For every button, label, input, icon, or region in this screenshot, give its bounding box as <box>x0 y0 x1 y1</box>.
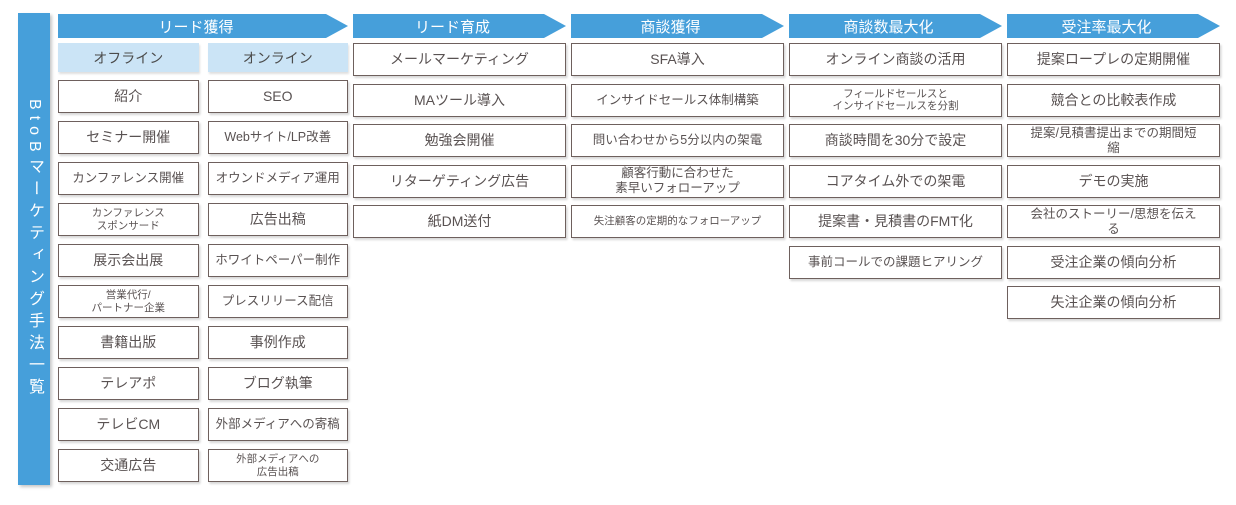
method-box: 交通広告 <box>58 449 199 482</box>
stage-arrow-header: 商談数最大化 <box>789 14 1002 38</box>
subcolumn-1: オフライン紹介セミナー開催カンファレンス開催カンファレンス スポンサード展示会出… <box>58 43 199 482</box>
method-box: 提案ロープレの定期開催 <box>1007 43 1220 76</box>
method-box: 失注顧客の定期的なフォローアップ <box>571 205 784 238</box>
method-box: プレスリリース配信 <box>207 285 348 318</box>
stage-items: メールマーケティング MAツール導入勉強会開催リターゲティング広告紙DM送付 <box>353 43 566 238</box>
method-box: 顧客行動に合わせた 素早いフォローアップ <box>571 164 784 198</box>
method-box: テレアポ <box>58 367 199 400</box>
method-box: ブログ執筆 <box>207 367 348 400</box>
method-box: Webサイト/LP改善 <box>207 121 348 154</box>
stage-arrow-header: 受注率最大化 <box>1007 14 1220 38</box>
subcolumns-wrap: オフライン紹介セミナー開催カンファレンス開催カンファレンス スポンサード展示会出… <box>58 43 348 482</box>
sidebar-vertical-title: BtoBマーケティング手法一覧 <box>18 13 50 485</box>
stage-items: オンライン商談の活用フィールドセールスと インサイドセールスを分割商談時間を30… <box>789 43 1002 279</box>
method-box: オウンドメディア運用 <box>207 162 348 195</box>
stage-arrow-header: 商談獲得 <box>571 14 784 38</box>
stage-arrow-header: リード育成 <box>353 14 566 38</box>
method-box: 失注企業の傾向分析 <box>1007 286 1220 319</box>
method-box: 外部メディアへの寄稿 <box>207 408 348 441</box>
stage-column-3: 商談獲得 SFA導入インサイドセールス体制構築問い合わせから5分以内の架電顧客行動… <box>571 14 784 238</box>
method-box: 競合との比較表作成 <box>1007 83 1220 117</box>
stage-items: 提案ロープレの定期開催競合との比較表作成提案/見積書提出までの期間短 縮デモの実… <box>1007 43 1220 319</box>
method-box: 展示会出展 <box>58 244 199 277</box>
method-box: 事前コールでの課題ヒアリング <box>789 245 1002 279</box>
stage-arrow-header: リード獲得 <box>58 14 348 38</box>
method-box: 提案/見積書提出までの期間短 縮 <box>1007 124 1220 157</box>
method-box: デモの実施 <box>1007 164 1220 198</box>
method-box: 紹介 <box>58 80 199 113</box>
method-box: カンファレンス スポンサード <box>58 203 199 236</box>
method-box: 営業代行/ パートナー企業 <box>58 285 199 318</box>
method-box: メールマーケティング <box>353 43 566 76</box>
method-box: セミナー開催 <box>58 121 199 154</box>
method-box: リターゲティング広告 <box>353 164 566 198</box>
method-box: 紙DM送付 <box>353 205 566 238</box>
method-box: ホワイトペーパー制作 <box>207 244 348 277</box>
method-box: 問い合わせから5分以内の架電 <box>571 124 784 157</box>
method-box: SFA導入 <box>571 43 784 76</box>
subcolumn-header: オンライン <box>207 43 348 72</box>
method-box: 事例作成 <box>207 326 348 359</box>
stage-column-5: 受注率最大化提案ロープレの定期開催競合との比較表作成提案/見積書提出までの期間短… <box>1007 14 1220 319</box>
method-box: フィールドセールスと インサイドセールスを分割 <box>789 83 1002 117</box>
stage-column-1: リード獲得オフライン紹介セミナー開催カンファレンス開催カンファレンス スポンサー… <box>58 14 348 482</box>
method-box: 書籍出版 <box>58 326 199 359</box>
method-box: 会社のストーリー/思想を伝え る <box>1007 205 1220 238</box>
method-box: オンライン商談の活用 <box>789 43 1002 76</box>
method-box: 外部メディアへの 広告出稿 <box>207 449 348 482</box>
method-box: 商談時間を30分で設定 <box>789 124 1002 157</box>
method-box: SEO <box>207 80 348 113</box>
funnel-stage-columns: リード獲得オフライン紹介セミナー開催カンファレンス開催カンファレンス スポンサー… <box>58 14 1220 482</box>
subcolumn-2: オンライン SEO Webサイト/LP改善オウンドメディア運用広告出稿ホワイトペーパ… <box>207 43 348 482</box>
method-box: 受注企業の傾向分析 <box>1007 245 1220 279</box>
method-box: 提案書・見積書のFMT化 <box>789 205 1002 238</box>
method-box: インサイドセールス体制構築 <box>571 83 784 117</box>
method-box: 広告出稿 <box>207 203 348 236</box>
method-box: 勉強会開催 <box>353 124 566 157</box>
subcolumn-header: オフライン <box>58 43 199 72</box>
method-box: テレビCM <box>58 408 199 441</box>
stage-column-2: リード育成メールマーケティング MAツール導入勉強会開催リターゲティング広告紙DM… <box>353 14 566 238</box>
stage-column-4: 商談数最大化オンライン商談の活用フィールドセールスと インサイドセールスを分割商… <box>789 14 1002 279</box>
method-box: コアタイム外での架電 <box>789 164 1002 198</box>
method-box: カンファレンス開催 <box>58 162 199 195</box>
method-box: MAツール導入 <box>353 83 566 117</box>
stage-items: SFA導入インサイドセールス体制構築問い合わせから5分以内の架電顧客行動に合わせ… <box>571 43 784 238</box>
